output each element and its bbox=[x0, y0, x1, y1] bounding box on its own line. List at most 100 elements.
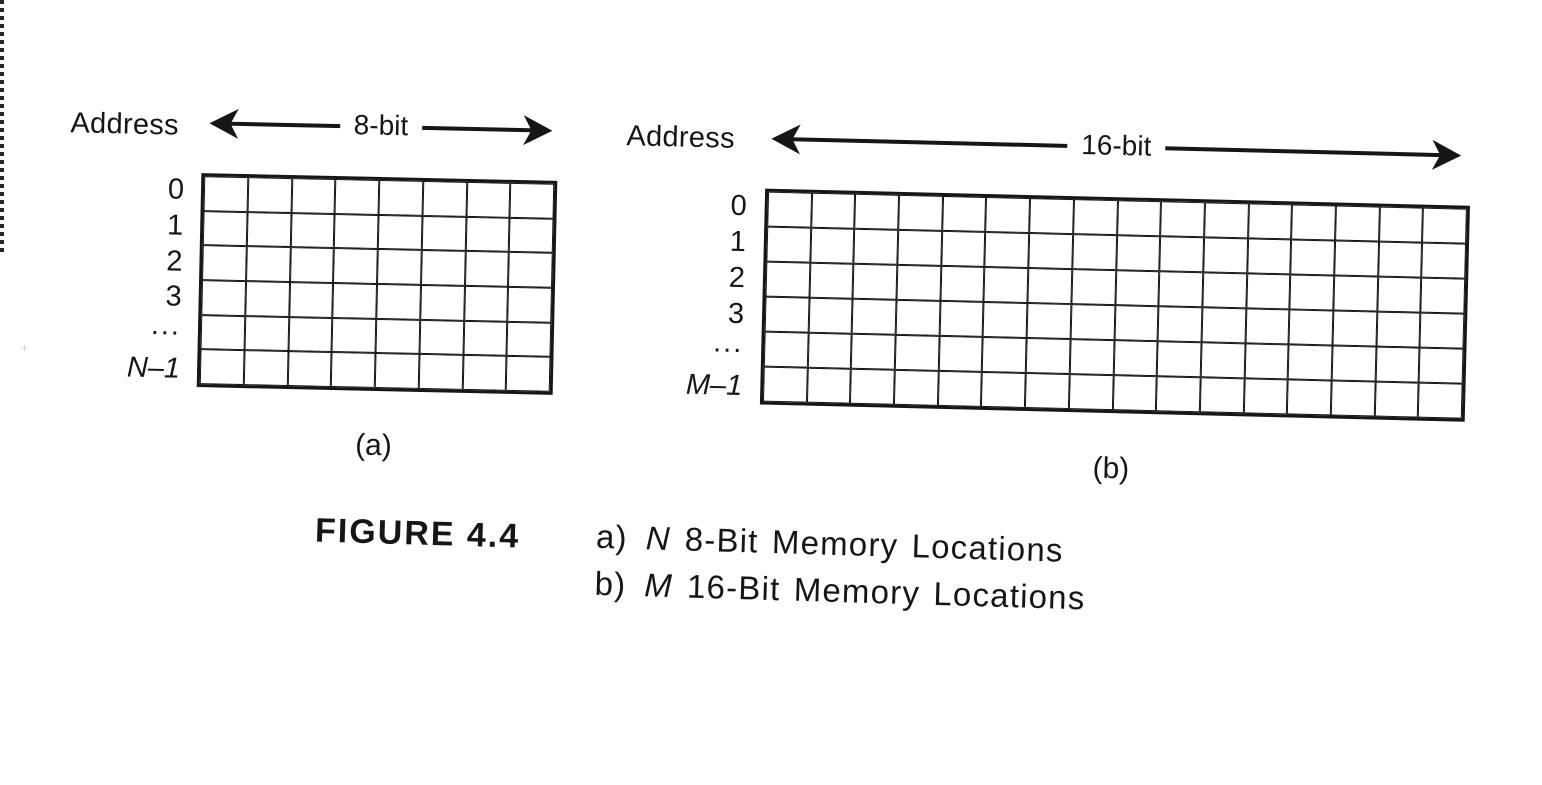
memory-cell bbox=[1202, 272, 1247, 309]
memory-cell bbox=[290, 212, 335, 249]
memory-cell bbox=[1026, 303, 1072, 340]
row-address-label: 1 bbox=[729, 225, 747, 258]
memory-cell bbox=[896, 264, 942, 301]
memory-cell bbox=[288, 282, 334, 318]
memory-cell bbox=[202, 210, 248, 247]
memory-cell bbox=[1418, 382, 1463, 419]
memory-cell bbox=[375, 318, 421, 355]
memory-cell bbox=[810, 192, 856, 229]
memory-cell bbox=[765, 261, 811, 298]
memory-cell bbox=[464, 251, 509, 287]
memory-cell bbox=[418, 354, 463, 390]
memory-cell bbox=[893, 369, 939, 406]
memory-cell bbox=[1335, 205, 1380, 242]
memory-cell bbox=[1070, 304, 1115, 341]
memory-cell bbox=[1288, 309, 1334, 346]
memory-cell bbox=[1072, 234, 1117, 271]
memory-cell bbox=[202, 245, 247, 282]
memory-cell bbox=[1420, 277, 1466, 314]
memory-cell bbox=[1375, 346, 1420, 383]
memory-cell bbox=[941, 195, 987, 232]
row-address-label: ... bbox=[150, 309, 182, 342]
memory-cell bbox=[852, 263, 898, 300]
panel-a-tag: (a) bbox=[354, 428, 393, 463]
memory-cell bbox=[854, 193, 900, 230]
memory-cell bbox=[1112, 375, 1157, 412]
row-address-label: 1 bbox=[166, 209, 184, 242]
memory-cell bbox=[1334, 240, 1379, 277]
memory-cell bbox=[894, 334, 940, 371]
memory-cell bbox=[807, 332, 853, 369]
memory-cell bbox=[505, 356, 551, 392]
memory-cell bbox=[1378, 206, 1424, 243]
memory-cell bbox=[289, 247, 335, 284]
memory-cell bbox=[462, 355, 507, 391]
memory-cell bbox=[766, 226, 811, 263]
memory-cell bbox=[374, 353, 420, 389]
memory-cell bbox=[332, 283, 378, 319]
memory-cell bbox=[465, 216, 510, 253]
memory-cell bbox=[1157, 306, 1203, 343]
memory-cell bbox=[1156, 341, 1202, 378]
memory-cell bbox=[985, 196, 1031, 234]
memory-cell bbox=[1203, 237, 1248, 274]
memory-cell bbox=[1418, 347, 1464, 384]
memory-cell bbox=[245, 281, 290, 317]
arrowhead-right-icon bbox=[1431, 139, 1462, 170]
memory-cell bbox=[982, 336, 1027, 373]
memory-cell bbox=[1116, 200, 1162, 237]
memory-cell bbox=[1422, 207, 1467, 244]
memory-cell bbox=[1421, 242, 1467, 279]
row-address-label: ... bbox=[712, 325, 744, 359]
memory-cell bbox=[1159, 236, 1204, 273]
row-address-label: 2 bbox=[165, 245, 183, 278]
memory-cell bbox=[1376, 311, 1421, 348]
memory-cell bbox=[940, 265, 985, 302]
memory-cell bbox=[1246, 238, 1292, 275]
memory-cell bbox=[763, 331, 809, 368]
memory-cell bbox=[938, 335, 984, 372]
memory-cell bbox=[983, 301, 1028, 339]
memory-cell bbox=[1071, 269, 1116, 306]
memory-cell bbox=[941, 230, 986, 267]
caption-prefix-a: a) bbox=[595, 517, 629, 556]
memory-cell bbox=[462, 320, 508, 357]
memory-cell bbox=[334, 179, 380, 215]
memory-cell bbox=[1025, 338, 1071, 375]
bus-width-label-b: 16-bit bbox=[1066, 128, 1166, 164]
memory-cell bbox=[1160, 201, 1205, 238]
memory-cell bbox=[1330, 380, 1376, 417]
caption-prefix-b: b) bbox=[594, 564, 627, 603]
memory-cell bbox=[1156, 376, 1201, 413]
memory-cell bbox=[1114, 270, 1160, 307]
memory-cell bbox=[898, 194, 943, 231]
memory-cell bbox=[243, 350, 289, 387]
memory-cell bbox=[1374, 381, 1419, 418]
memory-cell bbox=[939, 300, 984, 337]
memory-cell bbox=[200, 314, 246, 351]
memory-cell bbox=[287, 351, 332, 387]
memory-cell bbox=[421, 215, 467, 252]
row-address-label: 0 bbox=[167, 173, 185, 207]
memory-cell bbox=[810, 227, 855, 264]
row-address-label: 2 bbox=[728, 261, 746, 294]
memory-cell bbox=[1291, 204, 1336, 241]
memory-cell bbox=[1027, 268, 1073, 305]
memory-cell bbox=[419, 319, 464, 356]
memory-cell bbox=[463, 285, 509, 322]
row-address-label: 0 bbox=[730, 189, 748, 222]
memory-cell bbox=[1245, 308, 1290, 345]
memory-cell bbox=[851, 333, 896, 370]
address-label-a: Address bbox=[70, 107, 180, 142]
memory-cell bbox=[420, 250, 466, 286]
memory-cell bbox=[331, 317, 377, 354]
memory-cell bbox=[1244, 343, 1289, 380]
memory-cell bbox=[247, 177, 292, 213]
